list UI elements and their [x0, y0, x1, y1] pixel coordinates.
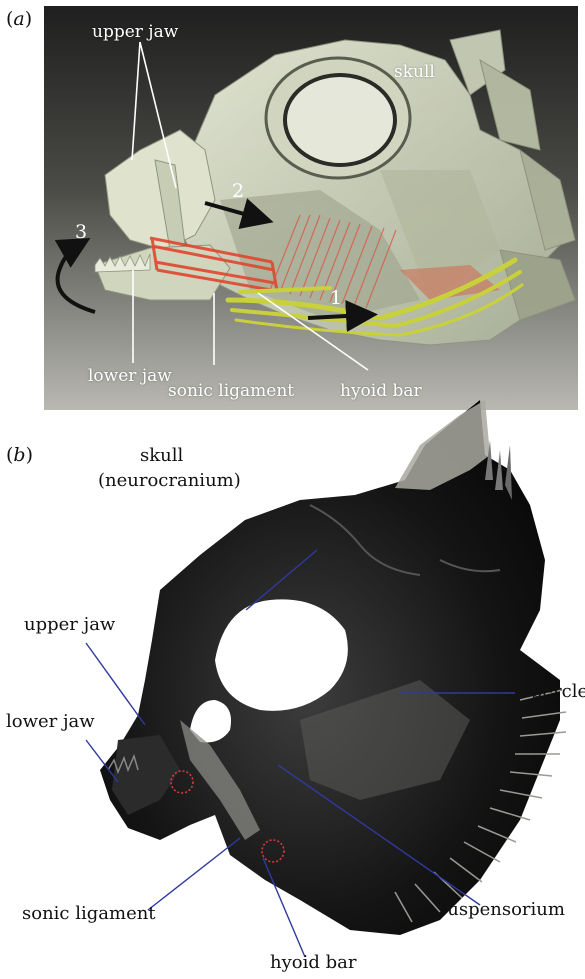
arrow-label-3: 3 [75, 221, 87, 243]
arrow-label-2: 2 [232, 180, 244, 202]
label-a-upper-jaw: upper jaw [92, 22, 178, 42]
label-a-sonic-ligament: sonic ligament [168, 381, 294, 401]
label-b-opercle: opercle [520, 681, 585, 702]
panel-b-label: (b) [6, 444, 33, 466]
label-a-hyoid-bar: hyoid bar [340, 381, 422, 401]
label-b-skull: skull [140, 445, 183, 466]
label-b-hyoid-bar: hyoid bar [270, 952, 356, 973]
label-a-skull: skull [394, 62, 435, 82]
label-b-upper-jaw: upper jaw [24, 614, 115, 635]
label-a-lower-jaw: lower jaw [88, 366, 172, 386]
label-b-sonic-ligament: sonic ligament [22, 903, 156, 924]
label-b-lower-jaw: lower jaw [6, 711, 95, 732]
label-b-neurocranium: (neurocranium) [98, 470, 241, 491]
label-b-suspensorium: suspensorium [438, 899, 565, 920]
arrow-label-1: 1 [330, 287, 342, 309]
